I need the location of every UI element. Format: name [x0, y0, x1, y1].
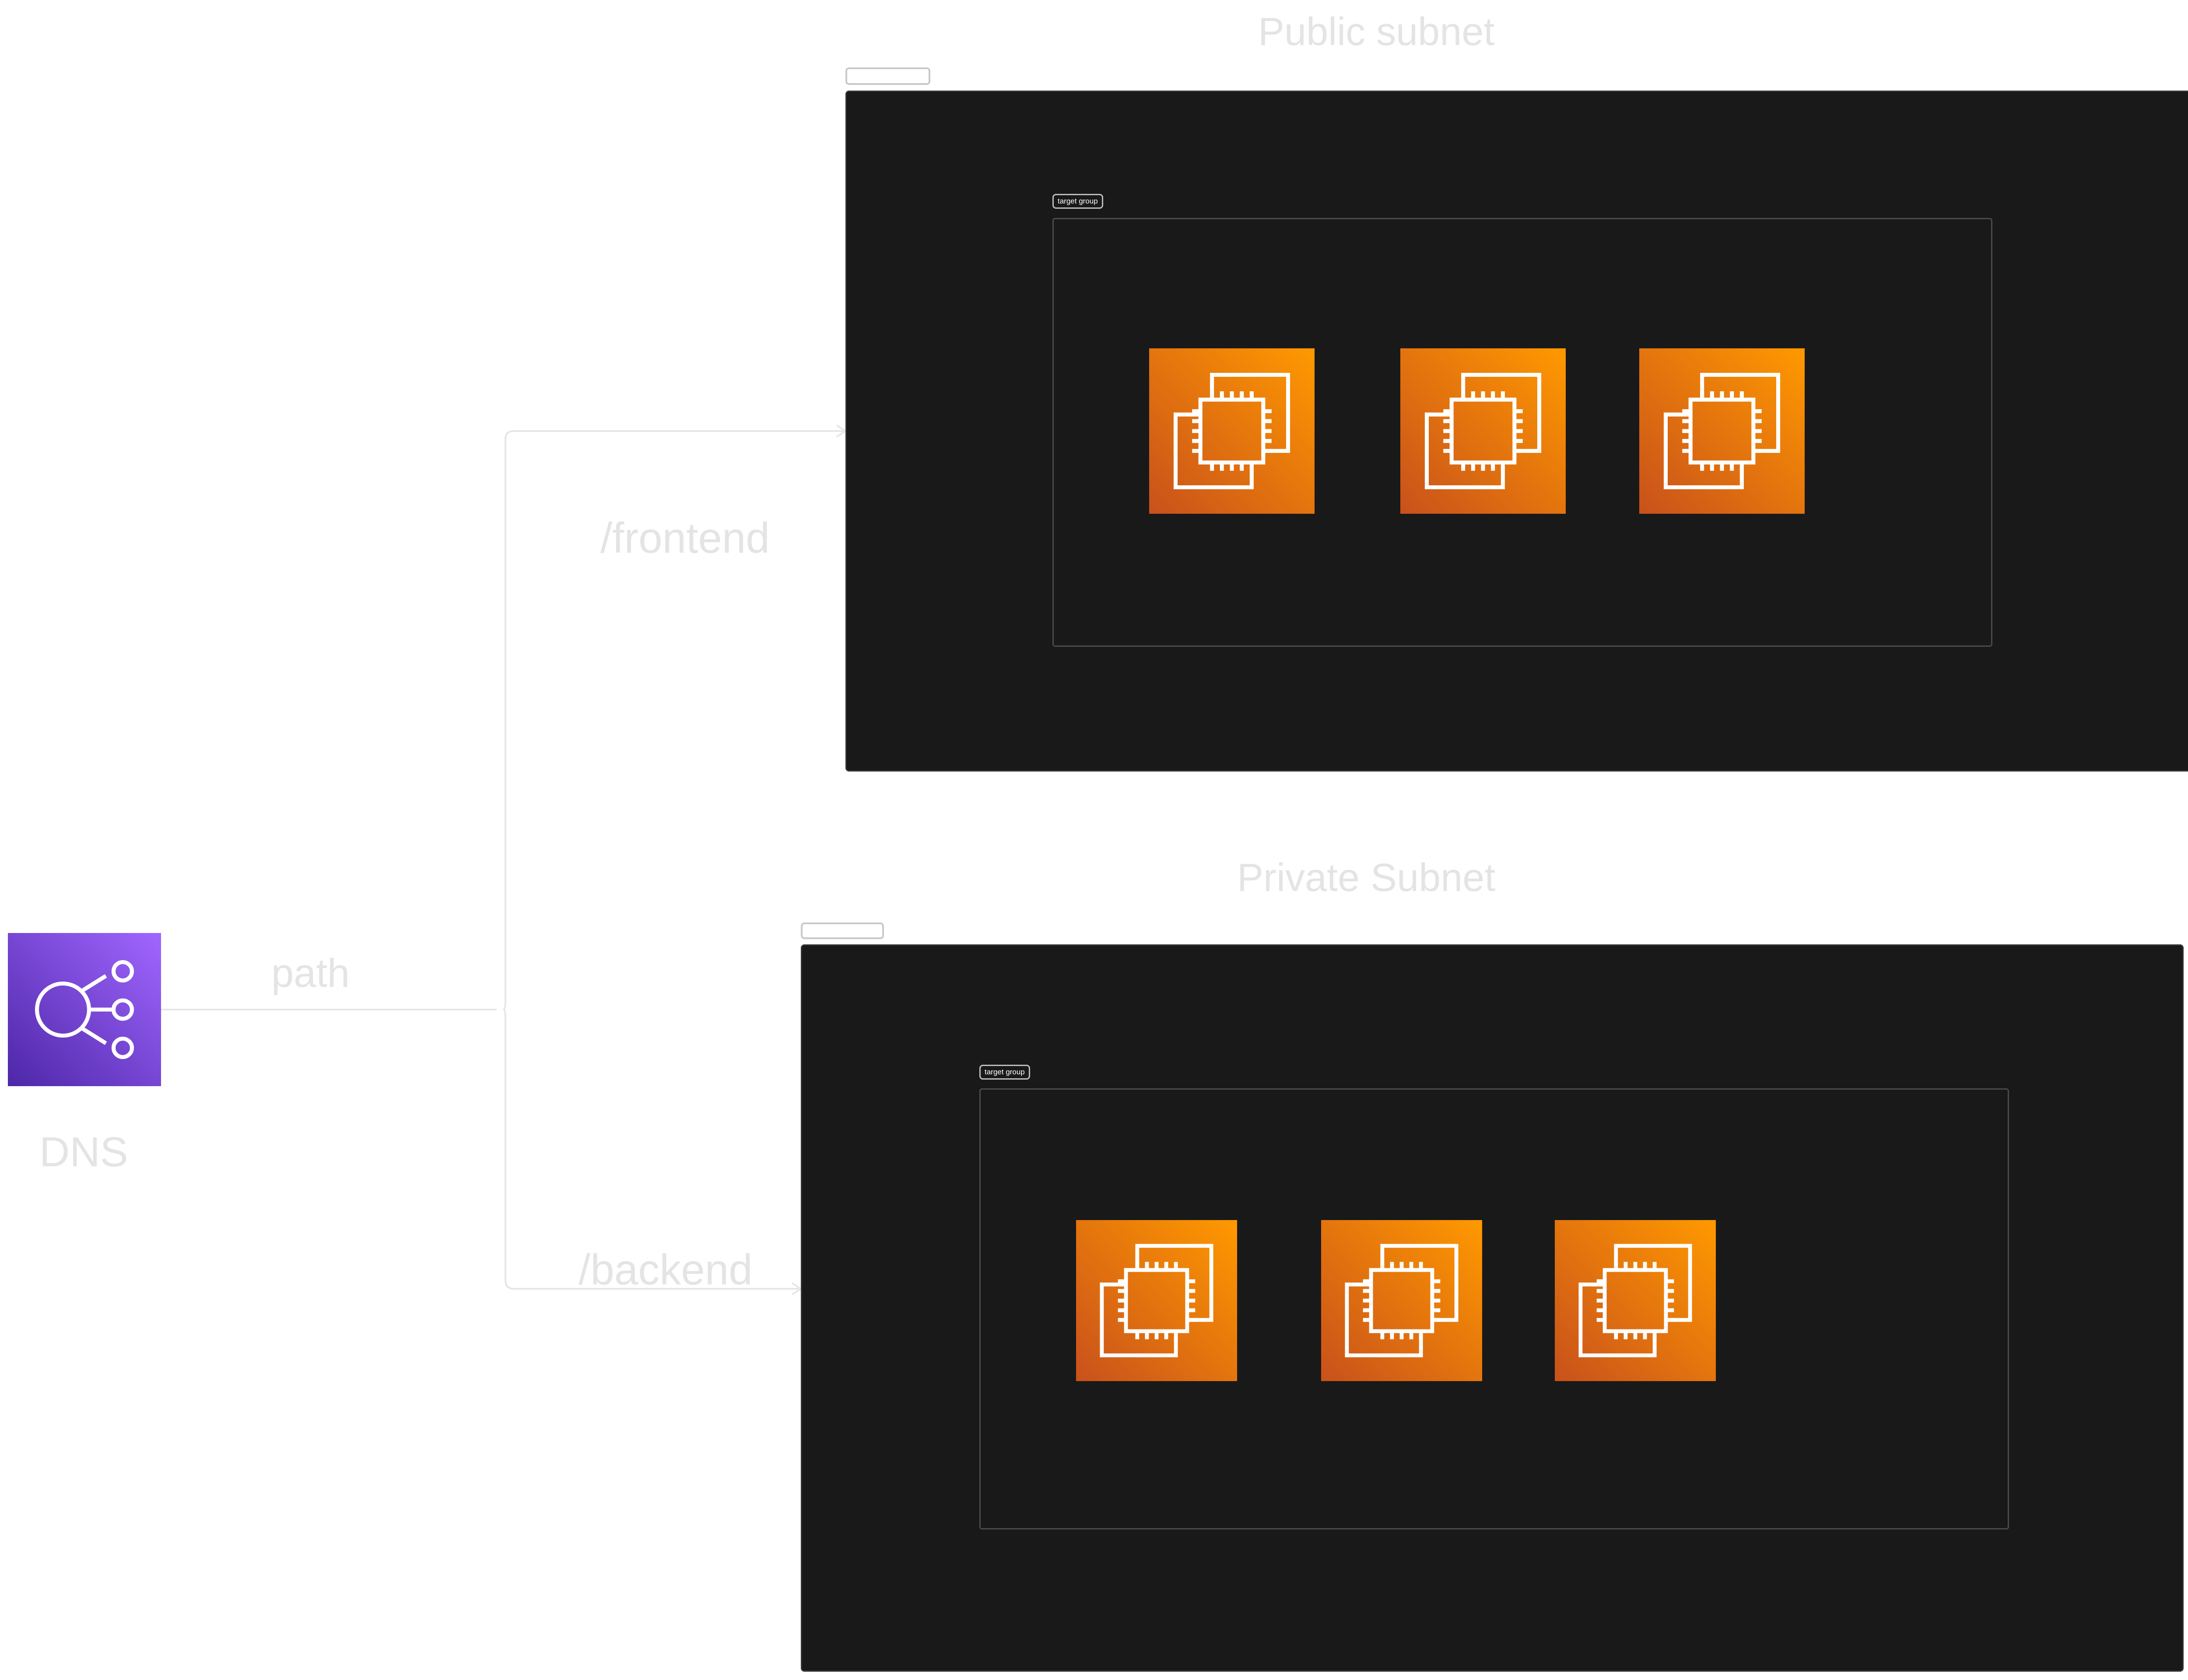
- public-subnet-container[interactable]: target group: [845, 91, 2188, 772]
- ec2-chip-glyph: [1100, 1244, 1213, 1357]
- ec2-chip-glyph: [1424, 372, 1542, 490]
- public-target-group-box[interactable]: [1052, 218, 1992, 647]
- private-subnet-container[interactable]: target group: [801, 944, 2184, 1672]
- ec2-chip-glyph: [1578, 1244, 1692, 1357]
- public-subnet-title: Public subnet: [1258, 10, 1495, 54]
- ec2-instance-icon[interactable]: [1321, 1220, 1482, 1381]
- path-edge-label: path: [271, 951, 350, 996]
- private-subnet-title: Private Subnet: [1237, 856, 1496, 900]
- private-subnet-tab[interactable]: [801, 922, 884, 939]
- public-target-group-label: target group: [1052, 194, 1103, 209]
- private-target-group-label: target group: [979, 1065, 1030, 1080]
- ec2-instance-icon[interactable]: [1076, 1220, 1237, 1381]
- ec2-chip-glyph: [1345, 1244, 1459, 1357]
- dns-label: DNS: [39, 1129, 128, 1175]
- elb-icon[interactable]: [8, 933, 161, 1086]
- ec2-chip-glyph: [1663, 372, 1781, 490]
- public-subnet-tab[interactable]: [845, 67, 930, 85]
- ec2-instance-icon[interactable]: [1400, 348, 1566, 514]
- load-balancer-glyph: [35, 960, 134, 1059]
- ec2-chip-glyph: [1173, 372, 1290, 490]
- frontend-route-line: [503, 430, 845, 1010]
- ec2-instance-icon[interactable]: [1639, 348, 1805, 514]
- backend-edge-label: /backend: [579, 1245, 753, 1294]
- private-target-group-box[interactable]: [979, 1088, 2009, 1529]
- frontend-edge-label: /frontend: [600, 514, 770, 562]
- backend-route-line: [503, 1009, 800, 1290]
- ec2-instance-icon[interactable]: [1555, 1220, 1716, 1381]
- ec2-instance-icon[interactable]: [1149, 348, 1315, 514]
